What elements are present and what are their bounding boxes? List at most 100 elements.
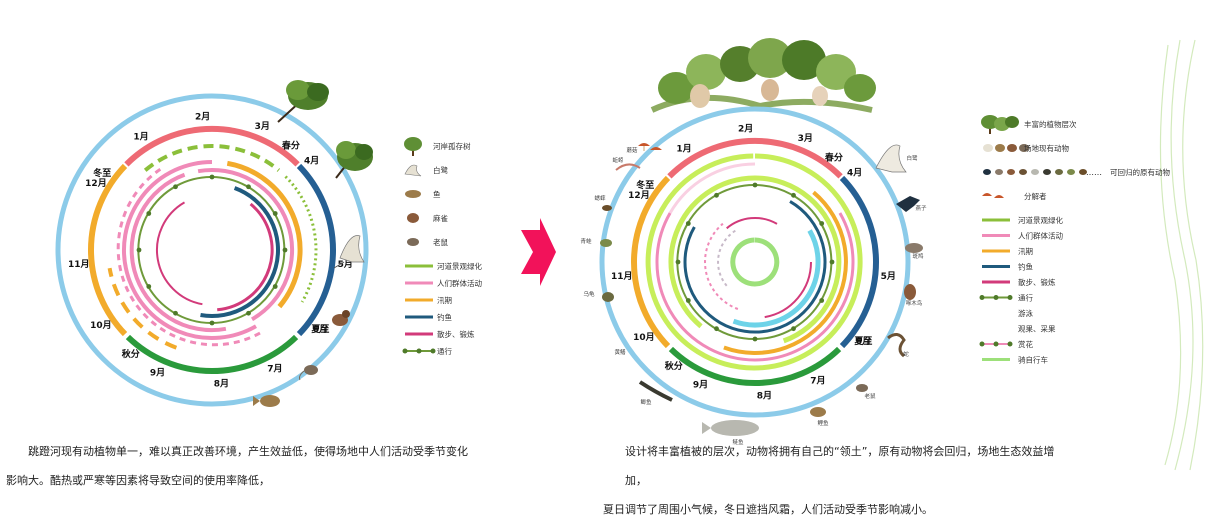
animal-label: 鲢鱼 (732, 438, 744, 446)
landscape-ring (645, 153, 863, 371)
frog-icon (600, 239, 612, 247)
legend-item: 丰富的植物层次 (981, 115, 1077, 134)
passage-dot (136, 247, 142, 253)
season-label: 冬至 (636, 179, 654, 191)
walk-exercise-ring (217, 202, 274, 312)
legend-item: 散步、锻炼 (982, 277, 1056, 287)
legend-item: 河道景观绿化 (405, 261, 482, 271)
passage-dot (791, 192, 796, 198)
month-label: 8月 (757, 391, 772, 402)
legend-label: 河道景观绿化 (437, 261, 482, 271)
tree-icon (404, 137, 422, 156)
month-label: 11月 (68, 259, 90, 270)
month-label: 4月 (847, 167, 862, 178)
crowd-activity-ring (116, 165, 261, 347)
passage-dot (819, 298, 825, 303)
legend-label: 骑自行车 (1018, 355, 1048, 365)
passage-dot (173, 310, 178, 316)
egret-icon (333, 235, 365, 269)
passage-dot (209, 174, 215, 180)
legend-item: ……可回归的原有动物 (983, 167, 1170, 177)
animal-label: 蘑菇 (626, 146, 638, 154)
passage-dot (819, 221, 825, 226)
legend-item: 麻雀 (407, 213, 448, 223)
legend-label: 鱼 (433, 189, 441, 199)
caption-line: 跳蹬河现有动植物单一，难以真正改善环境，产生效益低，使得场地中人们活动受季节变化 (28, 445, 468, 458)
animal-label: 蛇 (903, 350, 909, 358)
sparrow-icon (332, 310, 350, 326)
season-arcs (631, 138, 879, 386)
legend-item: 赏花 (979, 339, 1034, 349)
swimming-ring (732, 229, 821, 328)
month-label: 10月 (633, 332, 655, 343)
walk-exercise-ring (726, 217, 778, 230)
month-label: 4月 (304, 155, 319, 166)
month-label: 3月 (798, 133, 813, 144)
month-label: 6月 (856, 336, 871, 347)
decorative-edge-curves (1159, 39, 1204, 471)
legend-item: 钓鱼 (405, 312, 452, 322)
passage-dot (791, 326, 796, 332)
month-label: 9月 (693, 379, 708, 390)
month-label: 10月 (90, 320, 112, 331)
caption-line: 影响大。酷热或严寒等因素将导致空间的使用率降低， (6, 474, 270, 487)
animal-label: 啄木鸟 (906, 299, 923, 307)
landscape-ring (143, 144, 281, 172)
trees-icon (981, 115, 1019, 134)
passage-dot (173, 184, 178, 190)
animal-label: 黄鳝 (614, 348, 626, 356)
month-label: 8月 (214, 379, 229, 390)
swallow-icon (896, 196, 920, 212)
legend-item: 分解者 (982, 191, 1047, 201)
crowd-activity-ring (197, 167, 295, 322)
passage-dot (752, 336, 758, 342)
sparrow-icon (407, 213, 419, 223)
legend-label: 通行 (437, 346, 452, 356)
flower-viewing-ring (704, 222, 739, 310)
legend-item: 鱼 (405, 189, 441, 199)
month-label: 6月 (313, 324, 328, 335)
passage-dot (829, 259, 835, 265)
caption-line: 设计将丰富植被的层次，动物将拥有自己的“领土”，原有动物将会回归，场地生态效益增… (625, 445, 1055, 487)
legend-label: 游泳 (1018, 308, 1034, 318)
month-label: 12月 (628, 190, 650, 201)
season-label: 秋分 (121, 348, 140, 360)
egret-icon (875, 144, 907, 173)
month-label: 5月 (881, 271, 896, 282)
passage-dot (752, 182, 758, 188)
earthworm-icon (615, 163, 641, 171)
legend-label: 河道景观绿化 (1018, 215, 1063, 225)
mouse-icon (856, 384, 868, 392)
passage-dot (272, 284, 278, 289)
carp-icon (810, 407, 826, 417)
winter-arc (631, 175, 671, 349)
walk-exercise-ring (156, 201, 203, 306)
crowd-activity-ring (129, 172, 227, 333)
cricket-icon (602, 205, 612, 211)
fishing-ring (200, 186, 280, 318)
legend-ellipsis: …… (1086, 168, 1102, 177)
legend-label: 散步、锻炼 (437, 329, 475, 339)
passage-dot (246, 310, 251, 316)
winter-arc (88, 163, 128, 337)
legend-label: 分解者 (1024, 191, 1047, 201)
legend-label: 散步、锻炼 (1018, 277, 1056, 287)
dove-icon (905, 243, 923, 253)
summer-arc (296, 163, 336, 337)
animal-label: 鲤鱼 (817, 419, 829, 427)
animal-label: 蚯蚓 (612, 156, 623, 164)
fish-icon (253, 395, 280, 407)
caption-line: 夏日调节了周围小气候，冬日遮挡风霜，人们活动受季节影响减小。 (603, 503, 933, 516)
passage-dot (675, 259, 681, 265)
legend-item: 场地现有动物 (983, 143, 1069, 153)
legend-item: 通行 (402, 346, 452, 356)
turtle-icon (602, 292, 614, 302)
season-label: 春分 (281, 139, 300, 151)
crowd-activity-ring (655, 212, 855, 362)
month-label: 5月 (338, 259, 353, 270)
